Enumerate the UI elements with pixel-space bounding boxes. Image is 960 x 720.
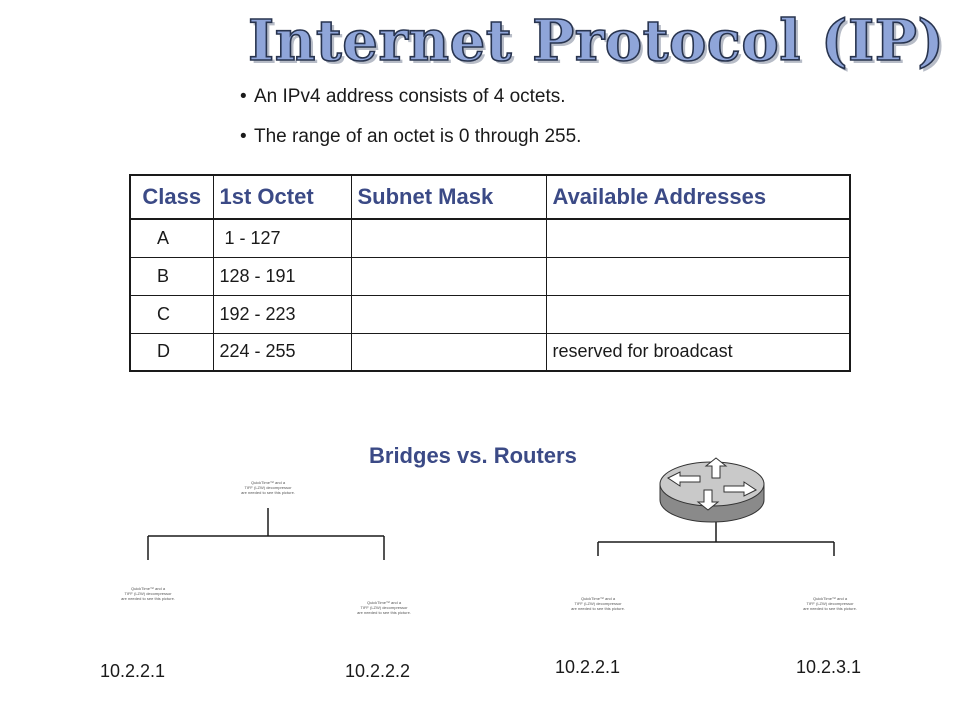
- bullet-list: • An IPv4 address consists of 4 octets. •…: [240, 86, 581, 148]
- placeholder-line: are needed to see this picture.: [571, 606, 625, 611]
- placeholder-line: are needed to see this picture.: [241, 490, 295, 495]
- cell-available-addresses: [545, 218, 851, 258]
- cell-class: D: [129, 332, 214, 372]
- placeholder-line: QuickTime™ and a: [250, 480, 286, 485]
- header-first-octet: 1st Octet: [212, 174, 352, 220]
- router-connector-lines: [597, 518, 835, 556]
- placeholder-line: are needed to see this picture.: [121, 596, 175, 601]
- header-class: Class: [129, 174, 214, 220]
- image-placeholder: QuickTime™ and a TIFF (LZW) decompressor…: [100, 586, 196, 601]
- cell-first-octet: 1 - 127: [212, 218, 352, 258]
- cell-available-addresses: [545, 294, 851, 334]
- cell-subnet-mask: [350, 256, 547, 296]
- cell-class: A: [129, 218, 214, 258]
- placeholder-line: QuickTime™ and a: [580, 596, 616, 601]
- header-subnet-mask: Subnet Mask: [350, 174, 547, 220]
- placeholder-line: QuickTime™ and a: [366, 600, 402, 605]
- placeholder-line: are needed to see this picture.: [357, 610, 411, 615]
- table-row: D 224 - 255 reserved for broadcast: [129, 332, 851, 372]
- placeholder-line: QuickTime™ and a: [130, 586, 166, 591]
- header-available-addresses: Available Addresses: [545, 174, 851, 220]
- router-icon: [659, 457, 765, 523]
- cell-subnet-mask: [350, 332, 547, 372]
- image-placeholder: QuickTime™ and a TIFF (LZW) decompressor…: [550, 596, 646, 611]
- placeholder-line: QuickTime™ and a: [812, 596, 848, 601]
- cell-first-octet: 192 - 223: [212, 294, 352, 334]
- diagram-subtitle: Bridges vs. Routers: [369, 443, 577, 468]
- table-row: A 1 - 127: [129, 218, 851, 258]
- placeholder-line: TIFF (LZW) decompressor: [806, 601, 854, 606]
- placeholder-line: TIFF (LZW) decompressor: [360, 605, 408, 610]
- cell-available-addresses: reserved for broadcast: [545, 332, 851, 372]
- table-row: C 192 - 223: [129, 294, 851, 334]
- bullet-text: An IPv4 address consists of 4 octets.: [254, 86, 566, 107]
- image-placeholder: QuickTime™ and a TIFF (LZW) decompressor…: [782, 596, 878, 611]
- bullet-dot-icon: •: [240, 86, 247, 107]
- image-placeholder: QuickTime™ and a TIFF (LZW) decompressor…: [220, 480, 316, 495]
- bridge-connector-lines: [147, 508, 385, 560]
- router-host-ip: 10.2.3.1: [796, 657, 862, 677]
- bullet-item: • An IPv4 address consists of 4 octets.: [240, 86, 581, 108]
- cell-available-addresses: [545, 256, 851, 296]
- placeholder-line: TIFF (LZW) decompressor: [574, 601, 622, 606]
- placeholder-line: TIFF (LZW) decompressor: [244, 485, 292, 490]
- bullet-text: The range of an octet is 0 through 255.: [254, 126, 582, 147]
- placeholder-line: TIFF (LZW) decompressor: [124, 591, 172, 596]
- ip-class-table: Class 1st Octet Subnet Mask Available Ad…: [129, 174, 851, 372]
- cell-class: C: [129, 294, 214, 334]
- table-header-row: Class 1st Octet Subnet Mask Available Ad…: [129, 174, 851, 220]
- table-row: B 128 - 191: [129, 256, 851, 296]
- cell-first-octet: 224 - 255: [212, 332, 352, 372]
- cell-first-octet: 128 - 191: [212, 256, 352, 296]
- cell-subnet-mask: [350, 218, 547, 258]
- bridge-host-ip: 10.2.2.1: [100, 661, 166, 681]
- bullet-dot-icon: •: [240, 126, 247, 147]
- slide-title: Internet Protocol (IP): [247, 7, 945, 75]
- bullet-item: • The range of an octet is 0 through 255.: [240, 126, 581, 148]
- image-placeholder: QuickTime™ and a TIFF (LZW) decompressor…: [336, 600, 432, 615]
- router-host-ip: 10.2.2.1: [555, 657, 621, 677]
- bridge-host-ip: 10.2.2.2: [345, 661, 411, 681]
- cell-subnet-mask: [350, 294, 547, 334]
- placeholder-line: are needed to see this picture.: [803, 606, 857, 611]
